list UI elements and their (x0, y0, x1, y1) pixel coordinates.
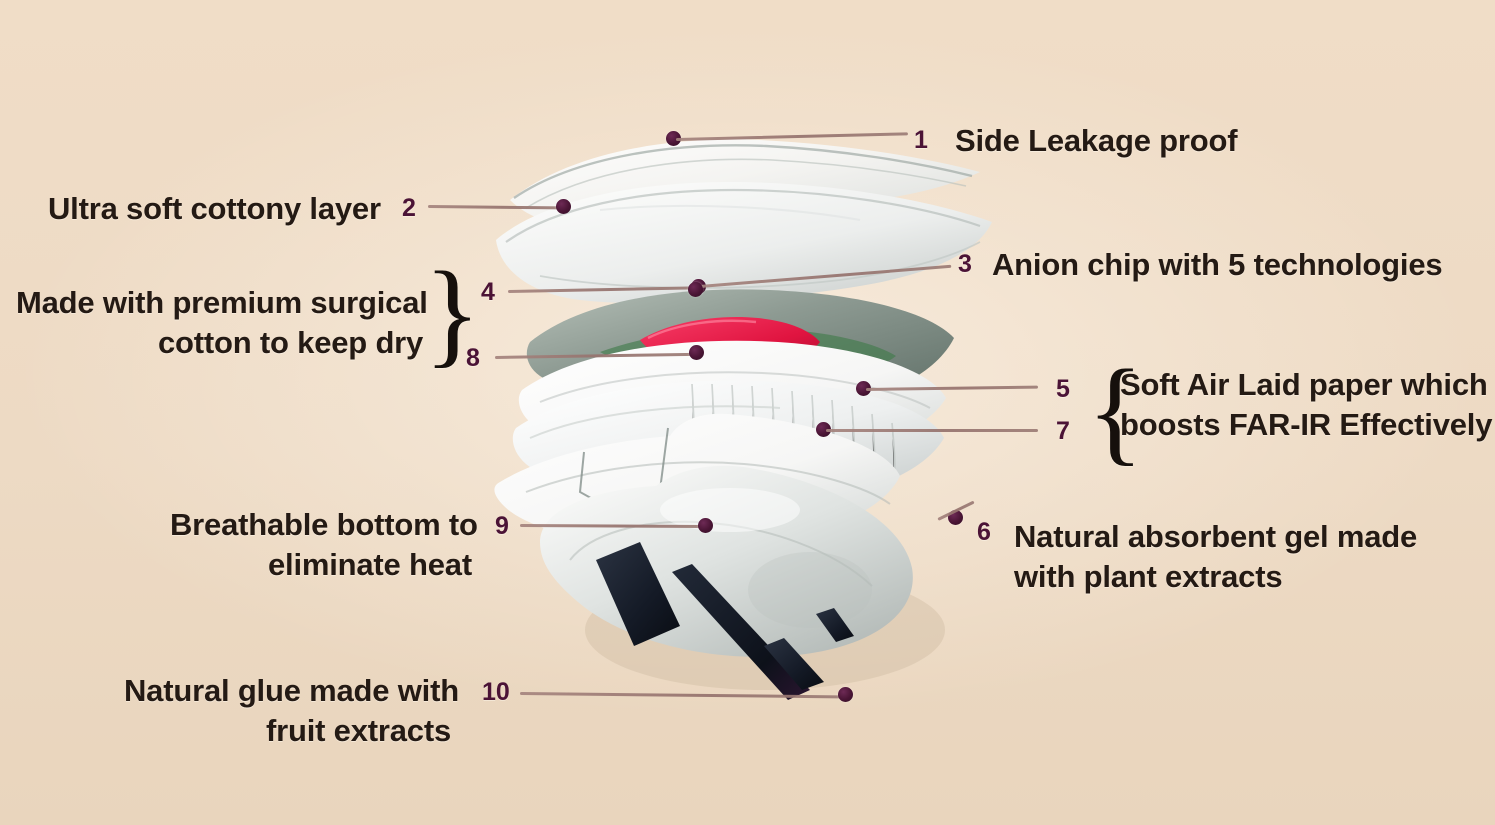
callout-label-absorbent-gel-line1: Natural absorbent gel made (1014, 519, 1418, 554)
callout-number-6: 6 (977, 518, 991, 546)
callout-label-air-laid-line2: boosts FAR-IR Effectively (1120, 407, 1493, 442)
callout-number-7: 7 (1056, 417, 1070, 445)
marker-dot-8 (689, 345, 704, 360)
brace-right-group: { (1087, 345, 1144, 476)
leader-line-7 (826, 429, 1038, 432)
callout-label-breathable-line1: Breathable bottom to (170, 507, 478, 542)
callout-label-surgical-cotton-line2: cotton to keep dry (158, 325, 424, 360)
marker-dot-1 (666, 131, 681, 146)
callout-number-10: 10 (482, 678, 510, 706)
callout-label-side-leakage: Side Leakage proof (955, 123, 1238, 158)
callout-number-8: 8 (466, 344, 480, 372)
callout-number-3: 3 (958, 250, 972, 278)
callout-label-breathable-line2: eliminate heat (268, 547, 472, 582)
callout-label-ultra-soft: Ultra soft cottony layer (48, 191, 381, 226)
marker-dot-2 (556, 199, 571, 214)
marker-dot-10 (838, 687, 853, 702)
product-illustration (480, 90, 1020, 730)
callout-label-natural-glue-line2: fruit extracts (266, 713, 451, 748)
callout-label-absorbent-gel-line2: with plant extracts (1014, 559, 1283, 594)
marker-dot-5 (856, 381, 871, 396)
callout-label-anion-chip: Anion chip with 5 technologies (992, 247, 1443, 282)
marker-dot-7 (816, 422, 831, 437)
callout-label-surgical-cotton-line1: Made with premium surgical (16, 285, 428, 320)
brace-left-group: } (424, 247, 481, 378)
callout-label-natural-glue-line1: Natural glue made with (124, 673, 459, 708)
callout-number-1: 1 (914, 126, 928, 154)
callout-label-air-laid-line1: Soft Air Laid paper which (1120, 367, 1488, 402)
marker-dot-4 (688, 282, 703, 297)
marker-dot-9 (698, 518, 713, 533)
callout-number-4: 4 (481, 278, 495, 306)
callout-number-9: 9 (495, 512, 509, 540)
callout-number-5: 5 (1056, 375, 1070, 403)
callout-number-2: 2 (402, 194, 416, 222)
